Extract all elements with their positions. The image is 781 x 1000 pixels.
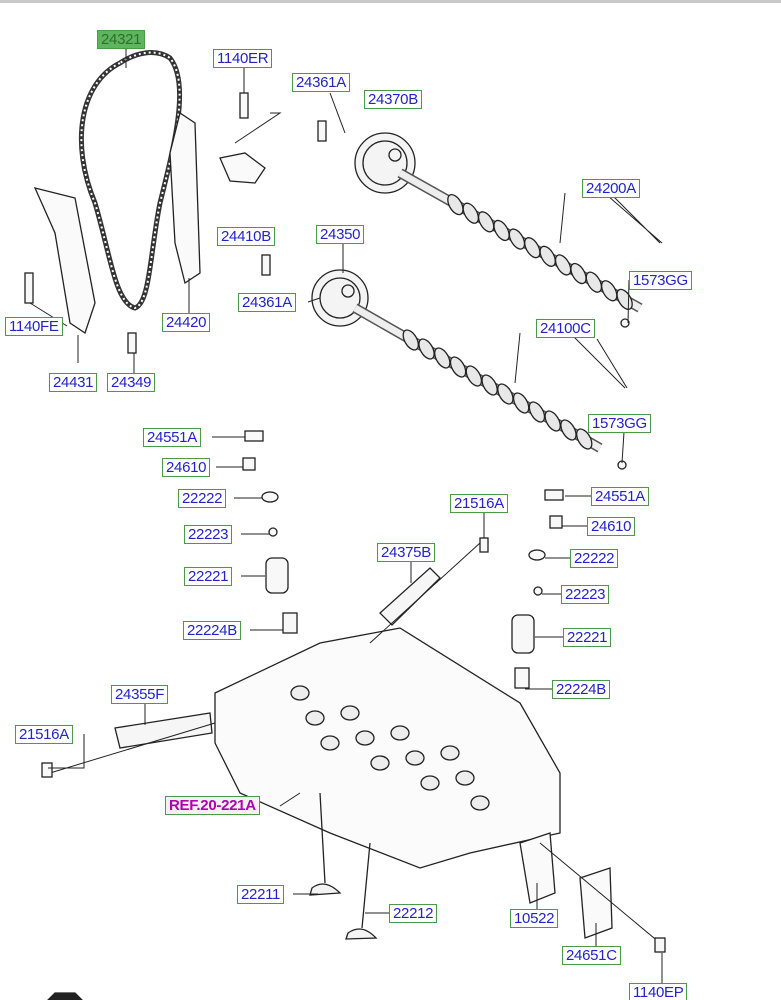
reference-link[interactable]: REF.20-221A <box>165 796 260 815</box>
cam-lobe <box>493 219 510 242</box>
cam-lobe <box>512 392 530 414</box>
part-number-label[interactable]: 22212 <box>389 904 438 923</box>
part-number-label[interactable]: 22223 <box>184 525 233 544</box>
camshaft-intake <box>352 303 603 453</box>
part-number-label[interactable]: 22211 <box>237 885 285 904</box>
cam-lobe <box>524 237 541 259</box>
cylinder-head <box>214 627 561 869</box>
part-number-label[interactable]: 10522 <box>510 909 559 928</box>
valve-port <box>390 725 410 741</box>
cam-lobe <box>462 202 479 224</box>
valve-port <box>440 745 460 761</box>
part-number-label[interactable]: 24610 <box>162 458 211 477</box>
valve-port <box>355 730 375 746</box>
part-number-label[interactable]: 1140ER <box>213 49 273 68</box>
exhaust-valve <box>345 842 378 940</box>
oil-control-valve-2 <box>379 567 441 626</box>
valve-port <box>420 775 440 791</box>
cam-lobe <box>434 347 451 369</box>
valve-port <box>320 735 340 751</box>
part-number-label[interactable]: 24361A <box>238 293 296 312</box>
valve-port <box>405 750 425 766</box>
part-number-label[interactable]: 22224B <box>552 680 610 699</box>
cam-lobe <box>544 410 561 432</box>
cam-lobe <box>497 383 514 405</box>
part-number-label[interactable]: 24361A <box>292 73 350 92</box>
cam-lobe <box>447 193 464 216</box>
oil-control-valve-1 <box>114 712 213 749</box>
part-number-label[interactable]: 21516A <box>15 725 73 744</box>
part-number-label[interactable]: 21516A <box>450 494 508 513</box>
valve-port <box>455 770 475 786</box>
valve-port <box>340 705 360 721</box>
cam-lobe <box>528 401 546 423</box>
part-number-label[interactable]: 22221 <box>184 567 233 586</box>
part-number-label[interactable]: 1573GG <box>629 271 692 290</box>
cam-lobe <box>477 211 495 233</box>
gasket <box>519 832 556 904</box>
part-number-label[interactable]: 24410B <box>217 227 275 246</box>
exploded-view-drawing <box>24 48 666 1000</box>
part-number-label[interactable]: 24100C <box>536 319 595 338</box>
valve-port <box>305 710 325 726</box>
cam-lobe <box>576 428 593 450</box>
part-number-label[interactable]: 22223 <box>561 585 610 604</box>
part-number-label[interactable]: 1140FE <box>5 317 63 336</box>
part-number-label[interactable]: 24551A <box>591 487 649 506</box>
cover <box>579 867 613 939</box>
part-number-label[interactable]: 24375B <box>377 543 435 562</box>
part-number-label[interactable]: 24350 <box>316 225 365 244</box>
part-number-label[interactable]: 22221 <box>563 628 612 647</box>
part-number-label[interactable]: 1573GG <box>588 414 651 433</box>
chain-guide-left <box>33 187 96 335</box>
cam-lobe <box>402 329 419 351</box>
part-number-label[interactable]: 24321 <box>97 30 146 49</box>
part-number-label[interactable]: 24349 <box>107 373 156 392</box>
cam-lobe <box>508 228 526 250</box>
cam-lobe <box>585 271 603 293</box>
chain-guide-right <box>169 111 201 285</box>
part-number-label[interactable]: 22222 <box>178 489 227 508</box>
part-number-label[interactable]: 24610 <box>587 517 636 536</box>
part-number-label[interactable]: 24651C <box>562 946 621 965</box>
cam-lobe <box>601 280 618 302</box>
cam-lobe <box>570 262 587 285</box>
cam-sprocket-exhaust <box>354 132 416 194</box>
valve-port <box>470 795 490 811</box>
cam-lobe <box>554 254 572 276</box>
logo-mark <box>47 992 83 1000</box>
cam-lobe <box>539 245 556 267</box>
cam-lobe <box>465 365 483 387</box>
part-number-label[interactable]: 24431 <box>49 373 98 392</box>
part-number-label[interactable]: 24370B <box>364 90 422 109</box>
cam-lobe <box>560 419 577 441</box>
part-number-label[interactable]: 1140EP <box>629 983 688 1000</box>
part-number-label[interactable]: 24420 <box>162 313 211 332</box>
part-number-label[interactable]: 24355F <box>111 685 169 704</box>
cam-lobe <box>449 356 467 378</box>
part-number-label[interactable]: 22222 <box>570 549 619 568</box>
tensioner <box>219 152 266 184</box>
part-number-label[interactable]: 24551A <box>143 428 201 447</box>
cam-lobe <box>418 338 435 360</box>
part-number-label[interactable]: 22224B <box>183 621 241 640</box>
cam-lobe <box>481 374 498 396</box>
valve-port <box>290 685 310 701</box>
part-number-label[interactable]: 24200A <box>582 179 640 198</box>
valve-port <box>370 755 390 771</box>
timing-chain <box>78 50 183 311</box>
intake-valve <box>309 792 342 896</box>
